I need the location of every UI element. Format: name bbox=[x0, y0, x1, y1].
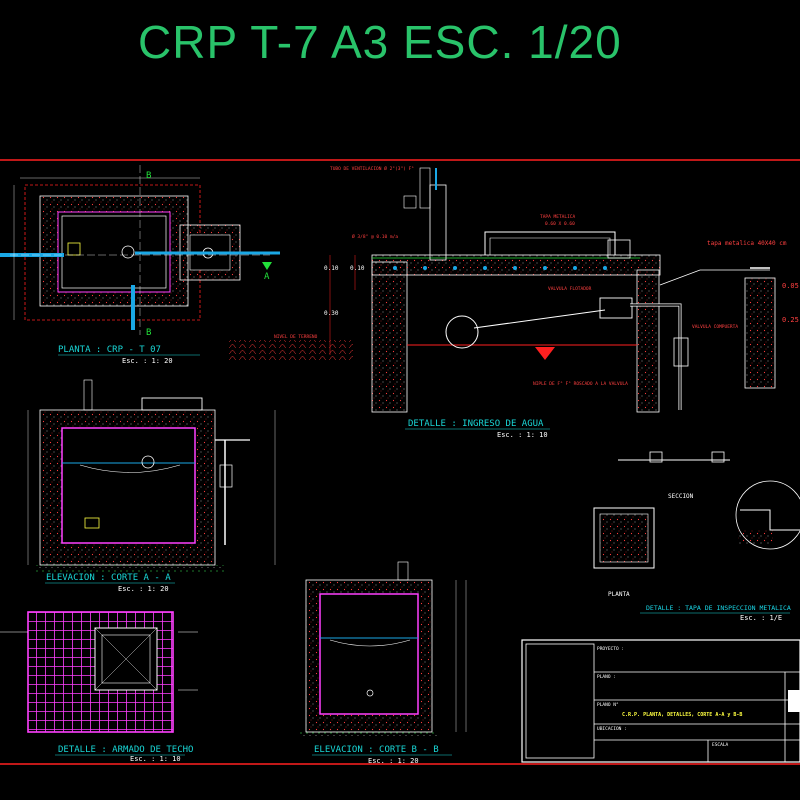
ingreso-scale: Esc. : 1: 10 bbox=[497, 431, 548, 439]
inspection-cover-detail: SECCION PLANTA DETALLE : TAPA DE INSPECC… bbox=[593, 451, 800, 622]
tapa-caption: DETALLE : TAPA DE INSPECCION METALICA bbox=[646, 604, 791, 612]
planta-scale: Esc. : 1: 20 bbox=[122, 357, 173, 365]
planta-caption: PLANTA : CRP - T 07 bbox=[58, 345, 161, 355]
tapa-seccion-label: SECCION bbox=[668, 493, 694, 500]
tb-ubicacion: UBICACION : bbox=[597, 726, 627, 732]
corte-aa-caption: ELEVACION : CORTE A - A bbox=[46, 573, 171, 583]
label-nivel-terreno: NIVEL DE TERRENO bbox=[274, 334, 318, 340]
roof-rebar-detail: DETALLE : ARMADO DE TECHO Esc. : 1: 10 bbox=[0, 611, 198, 763]
tapa-planta-label: PLANTA bbox=[608, 591, 630, 598]
label-valvula-compuerta: VALVULA COMPUERTA bbox=[692, 324, 738, 330]
label-valvula-flotador: VALVULA FLOTADOR bbox=[548, 286, 592, 292]
label-tapa-metalica: TAPA METALICA bbox=[540, 214, 576, 220]
tapa-scale: Esc. : 1/E bbox=[740, 614, 782, 622]
corte-bb-scale: Esc. : 1: 20 bbox=[368, 757, 419, 765]
tb-plano-title: C.R.P. PLANTA, DETALLES, CORTE A-A y B-B bbox=[622, 712, 742, 718]
drawing-title: CRP T-7 A3 ESC. 1/20 bbox=[138, 16, 622, 68]
corte-bb-caption: ELEVACION : CORTE B - B bbox=[314, 745, 439, 755]
label-acero: Ø 3/8" @ 0.10 m/a bbox=[352, 233, 398, 240]
tb-proyecto: PROYECTO : bbox=[597, 646, 624, 652]
label-niple: NIPLE DE F° F° ROSCADO A LA VALVULA bbox=[533, 381, 628, 387]
techo-scale: Esc. : 1: 10 bbox=[130, 755, 181, 763]
tb-plano: PLANO : bbox=[597, 674, 616, 680]
techo-caption: DETALLE : ARMADO DE TECHO bbox=[58, 745, 193, 755]
tb-plano-n: PLANO N° bbox=[597, 702, 619, 708]
section-bb: ELEVACION : CORTE B - B Esc. : 1: 20 bbox=[300, 561, 467, 765]
tb-escala: ESCALA bbox=[712, 742, 729, 748]
ingreso-caption: DETALLE : INGRESO DE AGUA bbox=[408, 419, 544, 429]
dim-010-b: 0.10 bbox=[350, 265, 365, 272]
water-inlet-detail: NIVEL DE TERRENO 0.10 0.10 0.30 0 bbox=[228, 165, 799, 439]
dim-005: 0.05 bbox=[782, 282, 799, 290]
label-tapa-metalica-2: tapa metalica 40X40 cm bbox=[707, 240, 787, 247]
title-block: PROYECTO : PLANO : PLANO N° C.R.P. PLANT… bbox=[521, 639, 800, 763]
plan-view: A B B PLANTA : CRP - T 07 Esc. : 1: 20 bbox=[0, 165, 280, 365]
dim-030: 0.30 bbox=[324, 310, 339, 317]
corte-aa-scale: Esc. : 1: 20 bbox=[118, 585, 169, 593]
label-tapa-dim: 0.60 X 0.60 bbox=[545, 221, 575, 227]
section-b-marker-bottom: B bbox=[146, 328, 151, 338]
section-a-marker: A bbox=[264, 272, 270, 282]
dim-010-a: 0.10 bbox=[324, 265, 339, 272]
sheet-frame bbox=[0, 159, 800, 765]
section-b-marker-top: B bbox=[146, 171, 151, 181]
label-tubo-ventilacion: TUBO DE VENTILACION Ø 2"(3") F° bbox=[330, 165, 414, 172]
section-aa: ELEVACION : CORTE A - A Esc. : 1: 20 bbox=[27, 379, 276, 593]
dim-025: 0.25 bbox=[782, 316, 799, 324]
